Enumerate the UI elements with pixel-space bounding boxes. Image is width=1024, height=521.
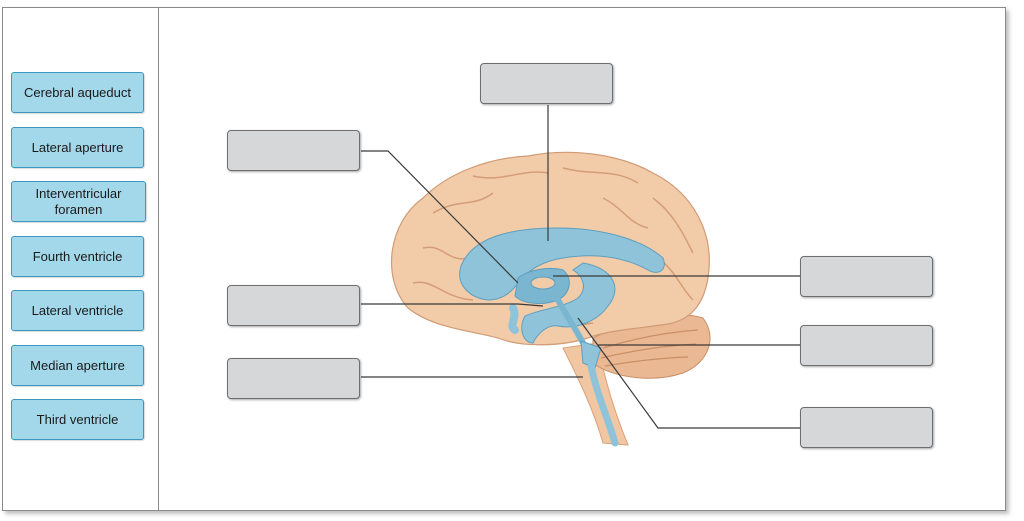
chip-text: Interventricular foramen [35,185,122,217]
chip-text: Median aperture [30,357,125,373]
central-canal [587,362,619,447]
diagram-frame: Cerebral aqueduct Lateral aperture Inter… [2,7,1006,511]
drop-slot-top[interactable] [480,63,613,104]
leader-lines [361,105,800,429]
label-chip-lateral-aperture[interactable]: Lateral aperture [11,127,144,168]
brain-ventricles-illustration [361,105,800,447]
drop-slot-left-2[interactable] [227,285,360,326]
label-chip-lateral-ventricle[interactable]: Lateral ventricle [11,290,144,331]
chip-text: Fourth ventricle [32,248,123,264]
chip-text: Lateral ventricle [31,302,124,318]
label-chip-third-ventricle[interactable]: Third ventricle [11,399,144,440]
chip-text: Cerebral aqueduct [24,84,131,100]
chip-text: Third ventricle [36,411,119,427]
panel-divider [158,8,159,510]
chip-text: Lateral aperture [31,139,124,155]
drop-slot-left-1[interactable] [227,130,360,171]
label-chip-fourth-ventricle[interactable]: Fourth ventricle [11,236,144,277]
label-chip-interventricular-foramen[interactable]: Interventricular foramen [11,181,146,222]
drop-slot-right-2[interactable] [800,325,933,366]
drop-slot-right-1[interactable] [800,256,933,297]
label-chip-cerebral-aqueduct[interactable]: Cerebral aqueduct [11,72,144,113]
cerebral-aqueduct-shape [555,297,586,346]
lateral-ventricle-shape [459,227,665,301]
label-chip-median-aperture[interactable]: Median aperture [11,345,144,386]
drop-slot-left-3[interactable] [227,358,360,399]
drop-slot-right-3[interactable] [800,407,933,448]
